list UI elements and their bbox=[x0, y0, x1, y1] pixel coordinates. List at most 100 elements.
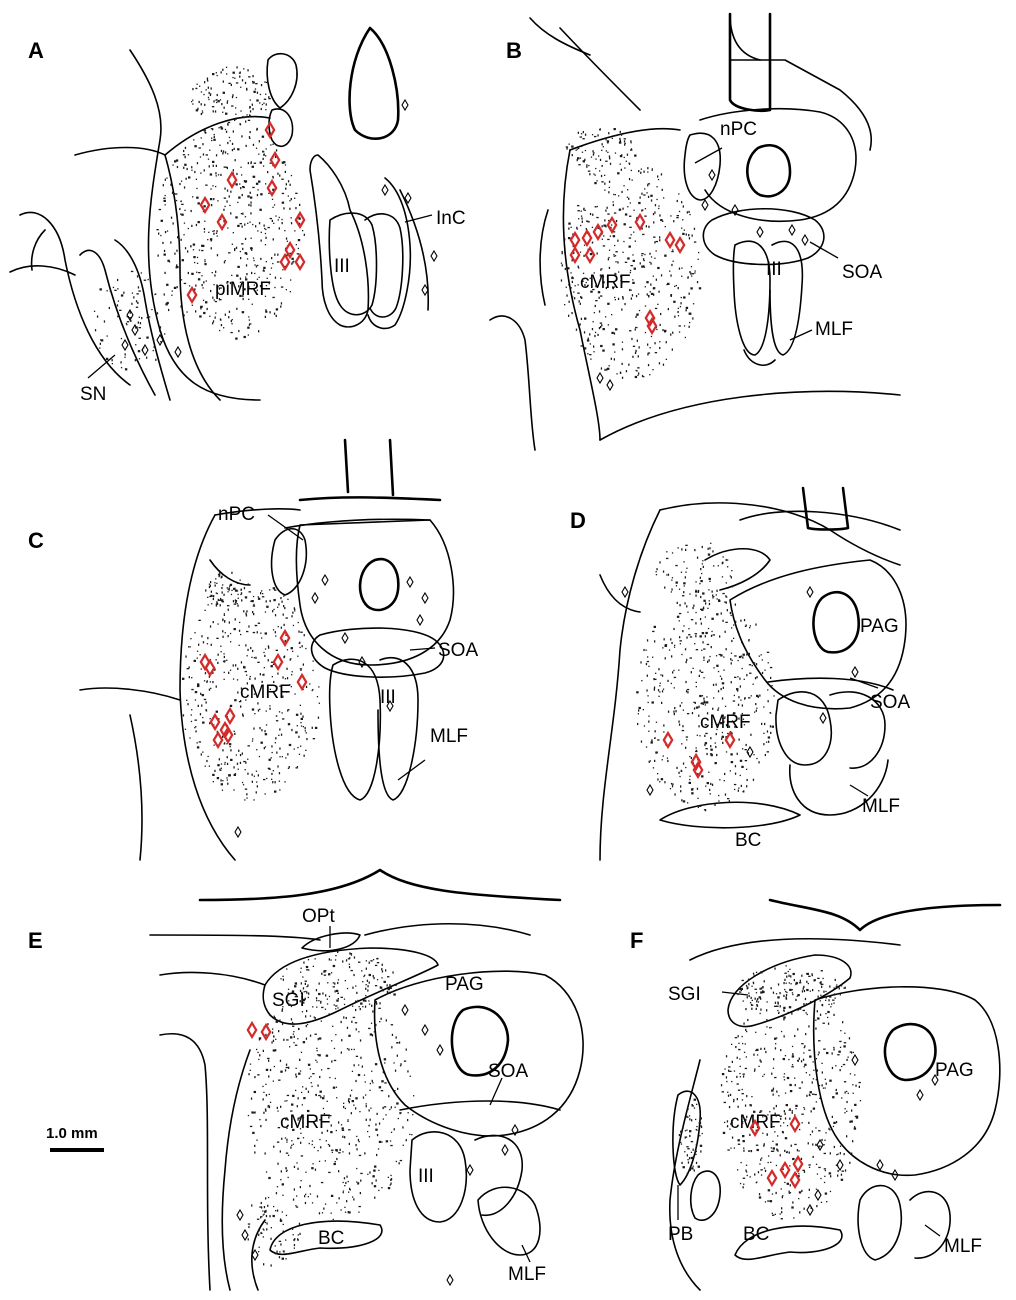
fiber-stipple bbox=[245, 144, 247, 147]
fiber-stipple bbox=[701, 702, 704, 704]
fiber-stipple bbox=[167, 259, 170, 262]
fiber-stipple bbox=[247, 648, 249, 651]
fiber-stipple bbox=[688, 634, 691, 636]
fiber-stipple bbox=[701, 545, 703, 549]
fiber-stipple bbox=[263, 667, 265, 669]
fiber-stipple bbox=[227, 605, 230, 607]
fiber-stipple bbox=[239, 294, 242, 297]
fiber-stipple bbox=[779, 992, 781, 995]
fiber-stipple bbox=[737, 1139, 740, 1142]
fiber-stipple bbox=[211, 137, 213, 139]
medial-longitudinal-fasciculus bbox=[909, 1190, 951, 1259]
fiber-stipple bbox=[238, 701, 241, 703]
fiber-stipple bbox=[679, 643, 681, 645]
fiber-stipple bbox=[235, 183, 238, 186]
fiber-stipple bbox=[305, 1193, 307, 1195]
fiber-stipple bbox=[214, 769, 216, 772]
fiber-stipple bbox=[256, 1048, 258, 1051]
fiber-stipple bbox=[201, 249, 204, 252]
fiber-stipple bbox=[349, 953, 353, 955]
fiber-stipple bbox=[338, 1170, 340, 1173]
fiber-stipple bbox=[230, 331, 233, 334]
fiber-stipple bbox=[726, 1080, 728, 1083]
fiber-stipple bbox=[692, 303, 695, 305]
fiber-stipple bbox=[222, 618, 224, 620]
fiber-stipple bbox=[135, 359, 138, 361]
fiber-stipple bbox=[281, 161, 285, 164]
fiber-stipple bbox=[594, 331, 597, 334]
fiber-stipple bbox=[691, 234, 693, 237]
fiber-stipple bbox=[236, 66, 238, 69]
fiber-stipple bbox=[344, 1107, 346, 1110]
fiber-stipple bbox=[746, 1171, 748, 1173]
fiber-stipple bbox=[314, 958, 316, 960]
dorsal-surface bbox=[198, 868, 562, 902]
fiber-stipple bbox=[589, 253, 593, 256]
fiber-stipple bbox=[691, 273, 695, 275]
fiber-stipple bbox=[615, 220, 618, 223]
fiber-stipple bbox=[807, 1142, 809, 1145]
fiber-stipple bbox=[827, 1016, 829, 1019]
fiber-stipple bbox=[754, 662, 756, 664]
fiber-stipple bbox=[289, 1046, 291, 1048]
panel-letter: D bbox=[570, 508, 586, 533]
fiber-stipple bbox=[712, 597, 714, 599]
fiber-stipple bbox=[209, 718, 211, 720]
fiber-stipple bbox=[650, 335, 653, 338]
fiber-stipple bbox=[226, 200, 228, 203]
fiber-stipple bbox=[304, 997, 306, 1000]
fiber-stipple bbox=[297, 1097, 299, 1100]
fiber-stipple bbox=[784, 978, 786, 981]
fiber-stipple bbox=[319, 1075, 321, 1079]
fiber-stipple bbox=[276, 261, 280, 263]
fiber-stipple bbox=[286, 649, 289, 651]
fiber-stipple bbox=[771, 1212, 773, 1214]
fiber-stipple bbox=[696, 1125, 698, 1128]
fiber-stipple bbox=[316, 1195, 319, 1198]
fiber-stipple bbox=[821, 985, 823, 988]
fiber-stipple bbox=[684, 602, 686, 605]
fiber-stipple bbox=[264, 295, 267, 297]
fiber-stipple bbox=[685, 680, 687, 684]
fiber-stipple bbox=[695, 749, 698, 752]
fiber-stipple bbox=[162, 184, 164, 187]
fiber-stipple bbox=[342, 1181, 344, 1184]
fiber-stipple bbox=[233, 147, 235, 150]
fiber-stipple bbox=[612, 343, 615, 346]
fiber-stipple bbox=[260, 107, 262, 111]
fiber-stipple bbox=[274, 1017, 276, 1020]
fiber-stipple bbox=[698, 705, 700, 708]
fiber-stipple bbox=[199, 654, 201, 656]
fiber-stipple bbox=[267, 171, 269, 174]
fiber-stipple bbox=[242, 713, 244, 716]
fiber-stipple bbox=[697, 797, 699, 799]
fiber-stipple bbox=[294, 608, 296, 610]
fiber-stipple bbox=[623, 185, 625, 187]
fiber-stipple bbox=[735, 1045, 737, 1049]
fiber-stipple bbox=[619, 130, 621, 133]
brachium-conjunctivum bbox=[734, 1225, 843, 1261]
fiber-stipple bbox=[637, 293, 640, 295]
fiber-stipple bbox=[699, 735, 701, 737]
fiber-stipple bbox=[237, 597, 239, 599]
fiber-stipple bbox=[396, 989, 398, 991]
fiber-stipple bbox=[219, 318, 222, 321]
fiber-stipple bbox=[328, 1171, 331, 1174]
fiber-stipple bbox=[282, 975, 284, 977]
fiber-stipple bbox=[196, 262, 199, 264]
fiber-stipple bbox=[188, 646, 190, 648]
fiber-stipple bbox=[224, 742, 226, 745]
fiber-stipple bbox=[669, 270, 671, 272]
fiber-stipple bbox=[263, 224, 265, 227]
fiber-stipple bbox=[581, 217, 583, 220]
fiber-stipple bbox=[257, 264, 259, 267]
fiber-stipple bbox=[286, 1117, 288, 1120]
fiber-stipple bbox=[785, 1151, 788, 1154]
fiber-stipple bbox=[783, 1122, 785, 1124]
fiber-stipple bbox=[792, 993, 794, 996]
fiber-stipple bbox=[720, 688, 722, 691]
fiber-stipple bbox=[581, 145, 583, 148]
fiber-stipple bbox=[176, 249, 178, 252]
fiber-stipple bbox=[738, 787, 740, 789]
fiber-stipple bbox=[244, 237, 247, 240]
